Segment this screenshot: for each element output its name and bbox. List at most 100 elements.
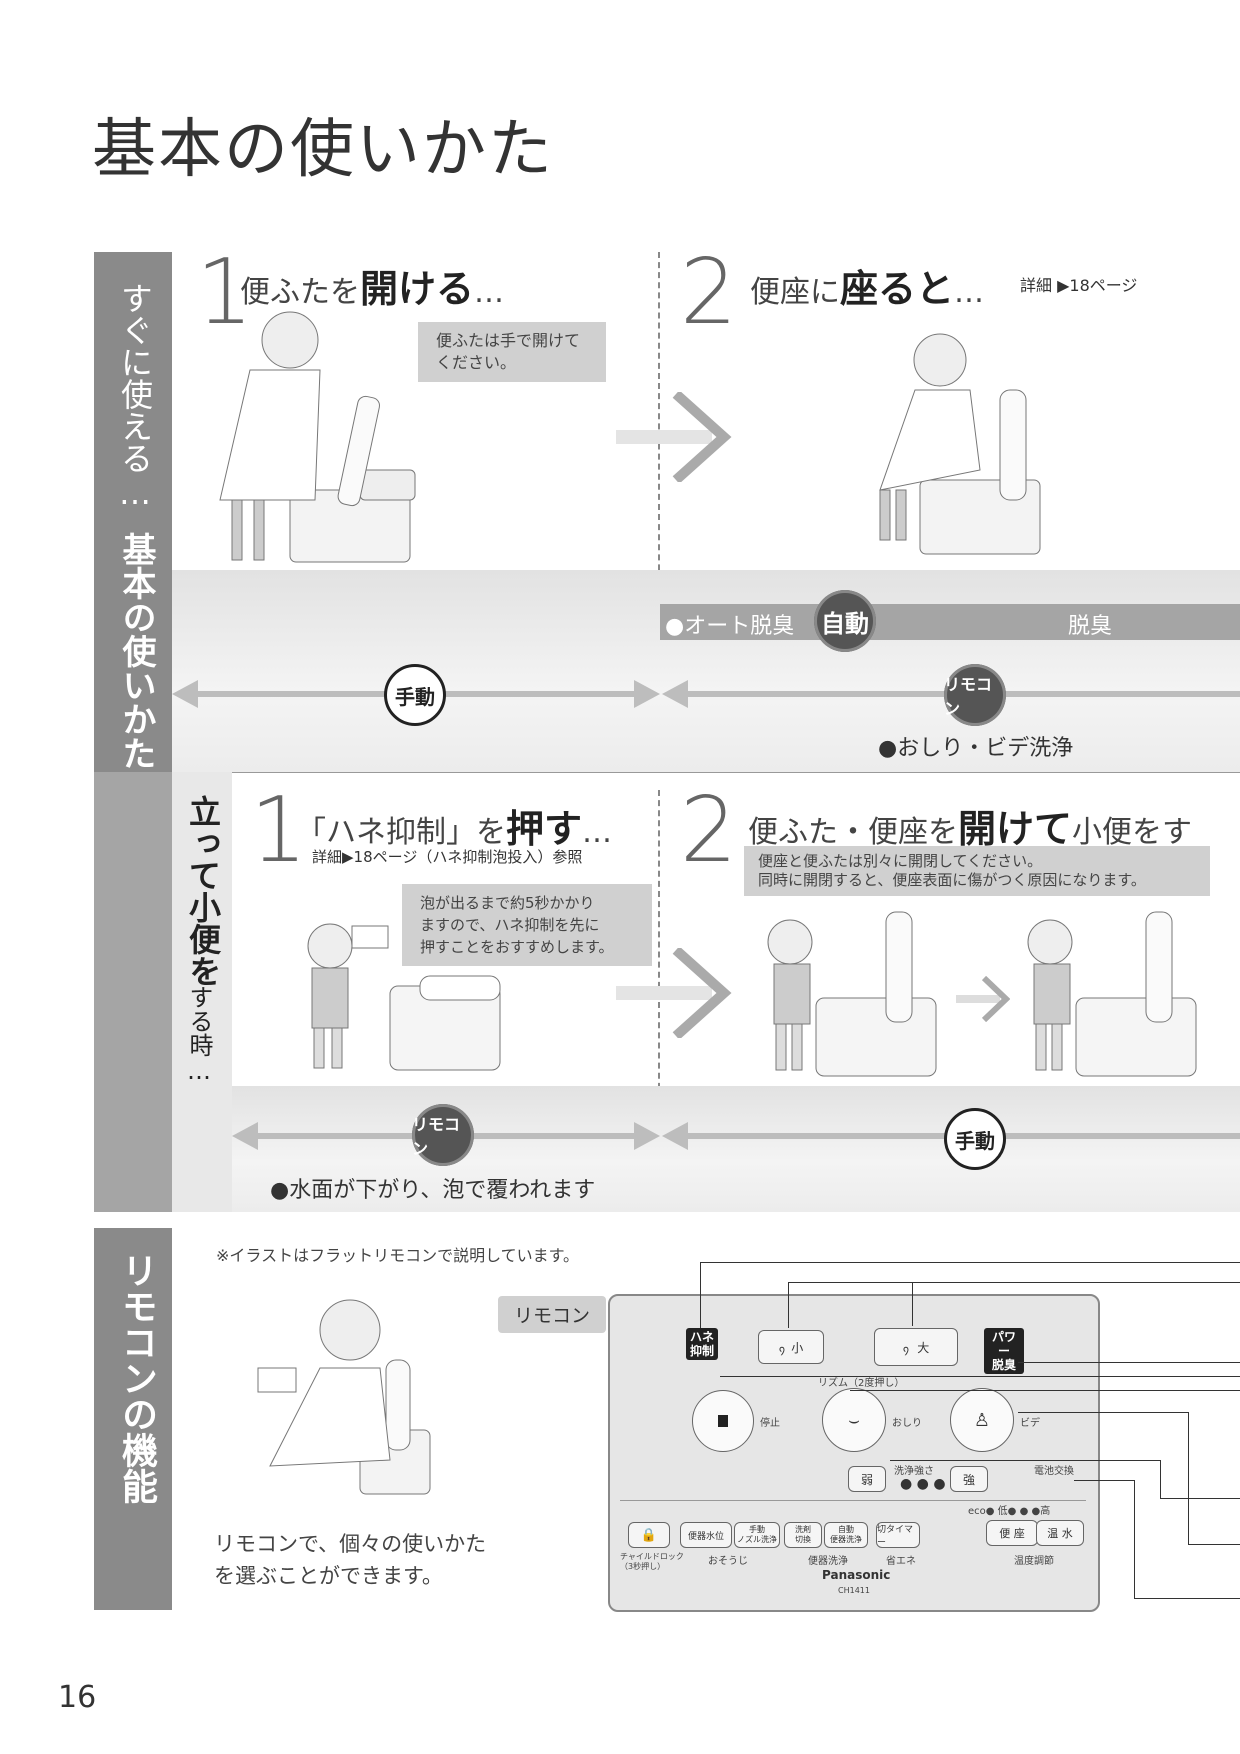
bidet-label: ビデ (1020, 1418, 1040, 1429)
strong-button[interactable]: 強 (950, 1466, 988, 1492)
illustration-note: ※イラストはフラットリモコンで説明しています。 (216, 1246, 580, 1265)
remote-label: リモコン (498, 1296, 607, 1333)
operation-band (172, 570, 1240, 772)
section-tab-basic: すぐに使える… 基本の使いかた (94, 252, 172, 772)
nozzle-clean-button[interactable]: 手動 ノズル洗浄 (734, 1522, 780, 1548)
flush-large-button[interactable]: ᠀大 (874, 1328, 958, 1366)
detergent-button[interactable]: 洗剤 切換 (784, 1522, 822, 1548)
section-tab-remote: リモコンの機能 (94, 1228, 172, 1610)
cleaning-label: おそうじ (708, 1556, 748, 1567)
callout-line (788, 1282, 789, 1328)
strength-label: 洗浄強さ (894, 1466, 934, 1477)
small-arrow-icon (956, 976, 1010, 1022)
remote-badge: リモコン (944, 664, 1006, 726)
callout-line (1188, 1544, 1240, 1545)
section-tab-label-b: 基本の使いかた (116, 532, 156, 770)
battery-label: 電池交換 (1034, 1466, 1074, 1477)
lock-icon: 🔒 (640, 1527, 658, 1543)
deodorize-label: 脱臭 (1068, 614, 1113, 639)
step-number: 1 (250, 778, 308, 883)
temp-label: 温度調節 (1014, 1556, 1054, 1567)
page-number: 16 (58, 1680, 97, 1715)
flush-small-button[interactable]: ᠀小 (758, 1330, 824, 1364)
stop-button[interactable] (692, 1390, 754, 1452)
callout-line (1160, 1460, 1161, 1498)
remote-caption: リモコンで、個々の使いかた を選ぶことができます。 (214, 1532, 487, 1588)
weak-button[interactable]: 弱 (848, 1466, 886, 1492)
auto-deodorize-bar (660, 604, 1240, 640)
child-lock-label: チャイルドロック （3秒押し） (620, 1552, 684, 1571)
callout-line (1074, 1480, 1134, 1481)
callout-line (1018, 1362, 1240, 1363)
next-arrow-icon (616, 392, 732, 482)
step-number: 1 (196, 240, 254, 345)
stop-label: 停止 (760, 1418, 780, 1429)
water-level-button[interactable]: 便器水位 (680, 1522, 732, 1548)
callout-line (700, 1262, 701, 1328)
panel-divider (620, 1500, 1086, 1501)
manual-badge: 手動 (384, 664, 446, 726)
remote-control: ハネ 抑制 ᠀小 ᠀大 パワー 脱臭 リズム（2度押し） 停止 ⌣ おしり ♙ … (608, 1294, 1100, 1612)
section-tab-label-b: する時… (185, 985, 213, 1085)
remote-function-label: ●水面が下がり、泡で覆われます (270, 1178, 596, 1203)
section-tab-label: リモコンの機能 (116, 1252, 157, 1504)
detail-link[interactable]: 詳細▶18ページ（ハネ抑制泡投入）参照 (312, 848, 583, 866)
power-deodorize-button[interactable]: パワー 脱臭 (984, 1328, 1024, 1374)
open-seat-illustration (767, 911, 937, 1077)
callout-line (788, 1282, 1240, 1283)
oshiri-icon: ⌣ (848, 1409, 860, 1431)
callout-line (850, 1390, 1240, 1391)
brand-logo: Panasonic (822, 1568, 891, 1582)
callout-line (890, 1460, 1160, 1461)
divider (658, 252, 660, 772)
step-heading: 「ハネ抑制」を押す… (296, 807, 613, 851)
section-tab-inner (172, 772, 232, 1212)
callout-line (1134, 1598, 1240, 1599)
step-note: 泡が出るまで約5秒かかり ますので、ハネ抑制を先に 押すことをおすすめします。 (402, 884, 652, 966)
callout-line (700, 1262, 1240, 1263)
remote-user-illustration (257, 1299, 431, 1495)
child-lock-button[interactable]: 🔒 (628, 1522, 670, 1548)
operation-band (232, 1086, 1240, 1212)
step-note: 便ふたは手で開けて ください。 (418, 322, 606, 382)
callout-line (1160, 1498, 1240, 1499)
seat-temp-button[interactable]: 便 座 (986, 1520, 1038, 1546)
eco-indicator: eco● 低● ● ●高 (968, 1506, 1051, 1517)
timer-button[interactable]: 切タイマー (876, 1522, 920, 1548)
step-heading: 便ふたを開ける… (240, 267, 505, 311)
open-lid-illustration (219, 311, 416, 563)
auto-badge: 自動 (814, 590, 876, 652)
hane-button[interactable]: ハネ 抑制 (686, 1328, 718, 1360)
water-temp-button[interactable]: 温 水 (1036, 1520, 1084, 1546)
auto-flush-button[interactable]: 自動 便器洗浄 (824, 1522, 868, 1548)
section-tab-label-a: すぐに使える… (116, 282, 154, 512)
detail-link[interactable]: 詳細 ▶18ページ (1020, 276, 1138, 295)
flush-icon: ᠀ (902, 1342, 910, 1357)
callout-line (1134, 1480, 1135, 1598)
step-note: 便座と便ふたは別々に開閉してください。 同時に開閉すると、便座表面に傷がつく原因… (744, 846, 1210, 896)
step-number: 2 (680, 240, 738, 345)
callout-line (912, 1282, 913, 1326)
press-button-illustration (307, 923, 501, 1071)
section-divider (172, 772, 1240, 773)
auto-deodorize-label: ●オート脱臭 (665, 614, 795, 639)
bidet-button[interactable]: ♙ (950, 1388, 1014, 1452)
step-heading: 便座に座ると… (750, 267, 985, 311)
callout-line (1018, 1412, 1188, 1413)
model-number: CH1411 (838, 1586, 870, 1595)
stop-icon (718, 1415, 728, 1427)
next-arrow-icon (616, 948, 732, 1038)
section-tab-label-a: 立って小便を (184, 795, 222, 987)
manual-badge: 手動 (944, 1108, 1006, 1170)
callout-line (1188, 1412, 1189, 1544)
oshiri-label: おしり (892, 1418, 922, 1429)
standing-illustration (1027, 911, 1197, 1077)
remote-function-label: ●おしり・ビデ洗浄 (878, 736, 1074, 761)
section-tab-standing (94, 772, 172, 1212)
step-number: 2 (680, 778, 738, 883)
bowl-wash-label: 便器洗浄 (808, 1556, 848, 1567)
strength-indicator: ● ● ● (900, 1476, 946, 1492)
oshiri-button[interactable]: ⌣ (822, 1388, 886, 1452)
seated-illustration (879, 333, 1041, 555)
bidet-icon: ♙ (973, 1409, 991, 1431)
